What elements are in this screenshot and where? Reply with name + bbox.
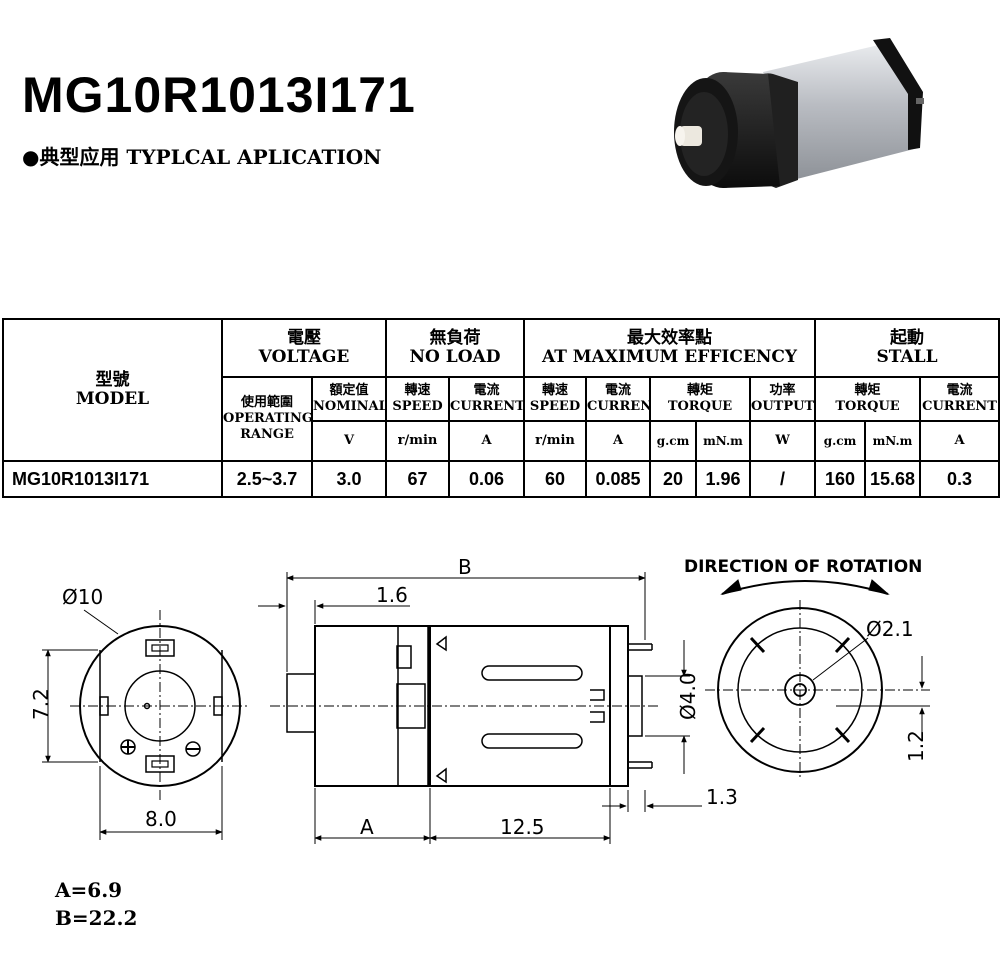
unit-noload-a: A bbox=[448, 420, 525, 462]
noload-current-en: CURRENT bbox=[450, 399, 524, 414]
stall-header: 起動 STALL bbox=[814, 318, 1000, 378]
noload-header-zh: 無負荷 bbox=[429, 328, 481, 348]
voltage-header-en: VOLTAGE bbox=[258, 347, 350, 367]
rear-view bbox=[705, 579, 930, 780]
nominal-header-zh: 額定值 bbox=[329, 383, 369, 398]
row-noload-speed: 67 bbox=[385, 460, 450, 498]
spec-table: 型號 MODEL 電壓 VOLTAGE 無負荷 NO LOAD 最大效率點 AT… bbox=[2, 318, 1000, 498]
row-maxeff-speed: 60 bbox=[523, 460, 587, 498]
diameter-label: Ø10 bbox=[62, 585, 103, 609]
unit-maxeff-gcm: g.cm bbox=[649, 420, 697, 462]
maxeff-speed-en: SPEED bbox=[529, 399, 581, 414]
row-model: MG10R1013I171 bbox=[2, 460, 223, 498]
maxeff-header-zh: 最大效率點 bbox=[627, 328, 712, 348]
bore-diameter-label: Ø2.1 bbox=[866, 617, 914, 641]
unit-maxeff-mnm: mN.m bbox=[695, 420, 751, 462]
stall-torque-zh: 轉矩 bbox=[854, 383, 881, 398]
row-maxeff-torque-mnm: 1.96 bbox=[695, 460, 751, 498]
noload-current-zh: 電流 bbox=[473, 383, 500, 398]
maxeff-torque-zh: 轉矩 bbox=[686, 383, 713, 398]
nominal-header-en: NOMINAL bbox=[313, 399, 386, 414]
stall-current-zh: 電流 bbox=[946, 383, 973, 398]
row-operating-range: 2.5~3.7 bbox=[221, 460, 313, 498]
maxeff-output-zh: 功率 bbox=[769, 383, 796, 398]
front-view bbox=[42, 609, 250, 840]
maxeff-speed-header: 轉速 SPEED bbox=[523, 376, 587, 422]
row-maxeff-output: / bbox=[749, 460, 816, 498]
row-maxeff-current: 0.085 bbox=[585, 460, 651, 498]
maxeff-current-zh: 電流 bbox=[604, 383, 631, 398]
noload-current-header: 電流 CURRENT bbox=[448, 376, 525, 422]
noload-speed-zh: 轉速 bbox=[404, 383, 431, 398]
maxeff-current-en: CURRENT bbox=[587, 399, 648, 414]
noload-speed-header: 轉速 SPEED bbox=[385, 376, 450, 422]
noload-header-en: NO LOAD bbox=[409, 347, 501, 367]
motor-photo bbox=[674, 38, 924, 188]
row-nominal-voltage: 3.0 bbox=[311, 460, 387, 498]
maxeff-speed-zh: 轉速 bbox=[541, 383, 568, 398]
unit-maxeff-a: A bbox=[585, 420, 651, 462]
product-model-title: MG10R1013I171 bbox=[22, 67, 416, 123]
maxeff-header: 最大效率點 AT MAXIMUM EFFICENCY bbox=[523, 318, 816, 378]
dimension-notes: A=6.9 B=22.2 bbox=[55, 876, 137, 932]
model-header: 型號 MODEL bbox=[2, 318, 223, 462]
row-stall-torque-mnm: 15.68 bbox=[864, 460, 921, 498]
application-label: ●典型应用 TYPLCAL APLICATION bbox=[22, 145, 382, 169]
model-header-zh: 型號 bbox=[95, 370, 130, 390]
stall-header-en: STALL bbox=[876, 347, 938, 367]
table-row: MG10R1013I171 2.5~3.7 3.0 67 0.06 60 0.0… bbox=[2, 460, 1000, 498]
shaft-diameter-label: Ø4.0 bbox=[676, 672, 700, 720]
maxeff-header-en: AT MAXIMUM EFFICENCY bbox=[541, 347, 798, 367]
noload-speed-en: SPEED bbox=[392, 399, 443, 414]
nominal-header: 額定值 NOMINAL bbox=[311, 376, 387, 422]
unit-stall-gcm: g.cm bbox=[814, 420, 866, 462]
stall-current-header: 電流 CURRENT bbox=[919, 376, 1000, 422]
unit-noload-rmin: r/min bbox=[385, 420, 450, 462]
dimension-b: B=22.2 bbox=[55, 906, 138, 930]
row-stall-current: 0.3 bbox=[919, 460, 1000, 498]
technical-drawing: Ø10 7.2 8.0 B 1.6 A 12.5 Ø4.0 1.3 DIRECT… bbox=[29, 555, 930, 844]
operating-header-en2: RANGE bbox=[240, 427, 294, 442]
operating-header-zh: 使用範圍 bbox=[240, 395, 293, 410]
unit-nominal-v: V bbox=[311, 420, 387, 462]
height-label: 7.2 bbox=[29, 688, 53, 720]
voltage-header-zh: 電壓 bbox=[287, 328, 321, 348]
operating-range-header: 使用範圍 OPERATING RANGE bbox=[221, 376, 313, 462]
stall-header-zh: 起動 bbox=[890, 328, 924, 348]
row-noload-current: 0.06 bbox=[448, 460, 525, 498]
operating-header-en1: OPERATING bbox=[223, 411, 312, 426]
body-length-label: 12.5 bbox=[500, 815, 545, 839]
length-label: B bbox=[458, 555, 472, 579]
offset-label: 1.6 bbox=[376, 583, 408, 607]
tab-width-label: 1.3 bbox=[706, 785, 738, 809]
unit-maxeff-w: W bbox=[749, 420, 816, 462]
unit-stall-mnm: mN.m bbox=[864, 420, 921, 462]
stall-torque-header: 轉矩 TORQUE bbox=[814, 376, 921, 422]
stall-torque-en: TORQUE bbox=[835, 399, 900, 414]
maxeff-torque-header: 轉矩 TORQUE bbox=[649, 376, 751, 422]
unit-stall-a: A bbox=[919, 420, 1000, 462]
row-stall-torque-gcm: 160 bbox=[814, 460, 866, 498]
edge-offset-label: 1.2 bbox=[904, 730, 928, 762]
dimension-a: A=6.9 bbox=[55, 878, 123, 902]
maxeff-output-en: OUTPUT bbox=[751, 399, 815, 414]
maxeff-output-header: 功率 OUTPUT bbox=[749, 376, 816, 422]
voltage-header: 電壓 VOLTAGE bbox=[221, 318, 387, 378]
rotation-label: DIRECTION OF ROTATION bbox=[684, 557, 922, 577]
maxeff-torque-en: TORQUE bbox=[667, 399, 733, 414]
side-view bbox=[258, 572, 702, 844]
unit-maxeff-rmin: r/min bbox=[523, 420, 587, 462]
width-label: 8.0 bbox=[145, 807, 177, 831]
maxeff-current-header: 電流 CURRENT bbox=[585, 376, 651, 422]
a-label: A bbox=[360, 815, 374, 839]
stall-current-en: CURRENT bbox=[922, 399, 997, 414]
row-maxeff-torque-gcm: 20 bbox=[649, 460, 697, 498]
model-header-en: MODEL bbox=[75, 389, 150, 409]
noload-header: 無負荷 NO LOAD bbox=[385, 318, 525, 378]
